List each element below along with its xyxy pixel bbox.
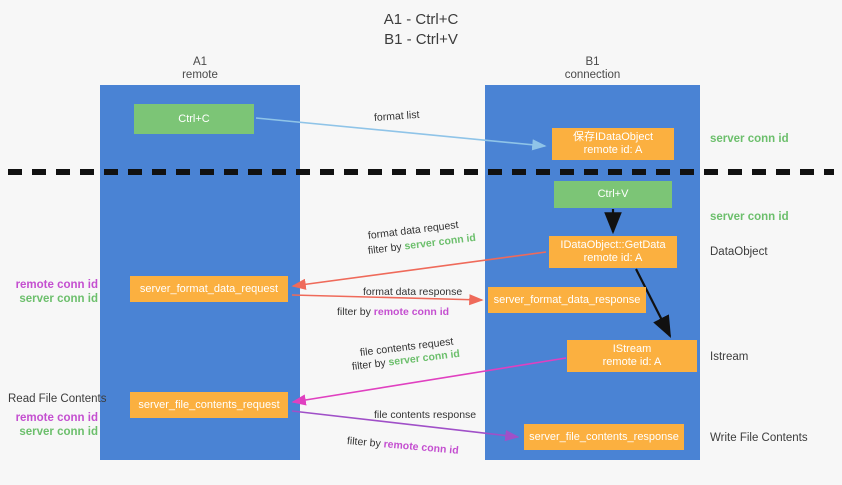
filter-prefix: filter by <box>351 356 390 373</box>
node-server-file-contents-response[interactable]: server_file_contents_response <box>524 424 684 450</box>
filter-key-remote-conn-id: remote conn id <box>373 306 450 318</box>
node-istream-label: IStream <box>612 343 652 355</box>
label-server-conn-id-bottom: server conn id <box>19 426 98 438</box>
node-server-file-contents-request[interactable]: server_file_contents_request <box>130 392 288 418</box>
node-ctrl-c[interactable]: Ctrl+C <box>134 104 254 134</box>
label-remote-conn-id-mid: remote conn id <box>15 279 98 291</box>
label-server-conn-id-mid: server conn id <box>19 293 98 305</box>
node-server-format-data-response-label: server_format_data_response <box>493 293 641 306</box>
node-getdata-sub: remote id: A <box>583 252 643 264</box>
filter-prefix: filter by <box>346 435 385 451</box>
node-ctrl-c-label: Ctrl+C <box>178 112 210 125</box>
filter-prefix: filter by <box>337 306 374 318</box>
node-ctrl-v[interactable]: Ctrl+V <box>554 181 672 208</box>
node-server-format-data-request-label: server_format_data_request <box>139 282 279 295</box>
phase-divider <box>8 169 834 175</box>
node-server-format-data-response[interactable]: server_format_data_response <box>488 287 646 313</box>
column-header-a1: A1 remote <box>182 56 218 81</box>
label-dataobject: DataObject <box>710 246 768 258</box>
node-istream[interactable]: IStream remote id: A <box>567 340 697 372</box>
node-save-idataobject-sub: remote id: A <box>583 144 643 156</box>
label-conn-ids-middle: remote conn id server conn id <box>8 278 98 306</box>
node-server-file-contents-response-label: server_file_contents_response <box>529 430 679 443</box>
node-server-file-contents-request-label: server_file_contents_request <box>138 398 280 411</box>
annotation-format-list: format list <box>373 108 420 124</box>
node-istream-sub: remote id: A <box>602 356 662 368</box>
node-server-format-data-request[interactable]: server_format_data_request <box>130 276 288 302</box>
node-getdata[interactable]: IDataObject::GetData remote id: A <box>549 236 677 268</box>
label-server-conn-id-second: server conn id <box>710 211 789 223</box>
annotation-file-contents-response-filter: filter by remote conn id <box>346 434 459 458</box>
node-save-idataobject-label: 保存IDataObject <box>572 131 654 143</box>
filter-prefix: filter by <box>367 240 406 257</box>
page-title: A1 - Ctrl+C B1 - Ctrl+V <box>383 11 459 48</box>
node-ctrl-v-label: Ctrl+V <box>597 188 629 200</box>
annotation-format-data-response: format data response <box>363 286 463 298</box>
node-save-idataobject[interactable]: 保存IDataObject remote id: A <box>552 128 674 160</box>
label-istream: Istream <box>710 351 749 363</box>
filter-key-remote-conn-id: remote conn id <box>383 438 460 457</box>
label-conn-ids-bottom: remote conn id server conn id <box>8 411 98 439</box>
label-server-conn-id-top: server conn id <box>710 133 789 145</box>
node-getdata-label: IDataObject::GetData <box>560 239 666 251</box>
label-read-file-contents: Read File Contents <box>8 393 107 405</box>
column-header-b1: B1 connection <box>564 56 621 81</box>
annotation-file-contents-response: file contents response <box>374 409 477 421</box>
label-remote-conn-id-bottom: remote conn id <box>15 412 98 424</box>
label-write-file-contents: Write File Contents <box>710 432 808 444</box>
annotation-format-data-response-filter: filter by remote conn id <box>337 305 449 319</box>
